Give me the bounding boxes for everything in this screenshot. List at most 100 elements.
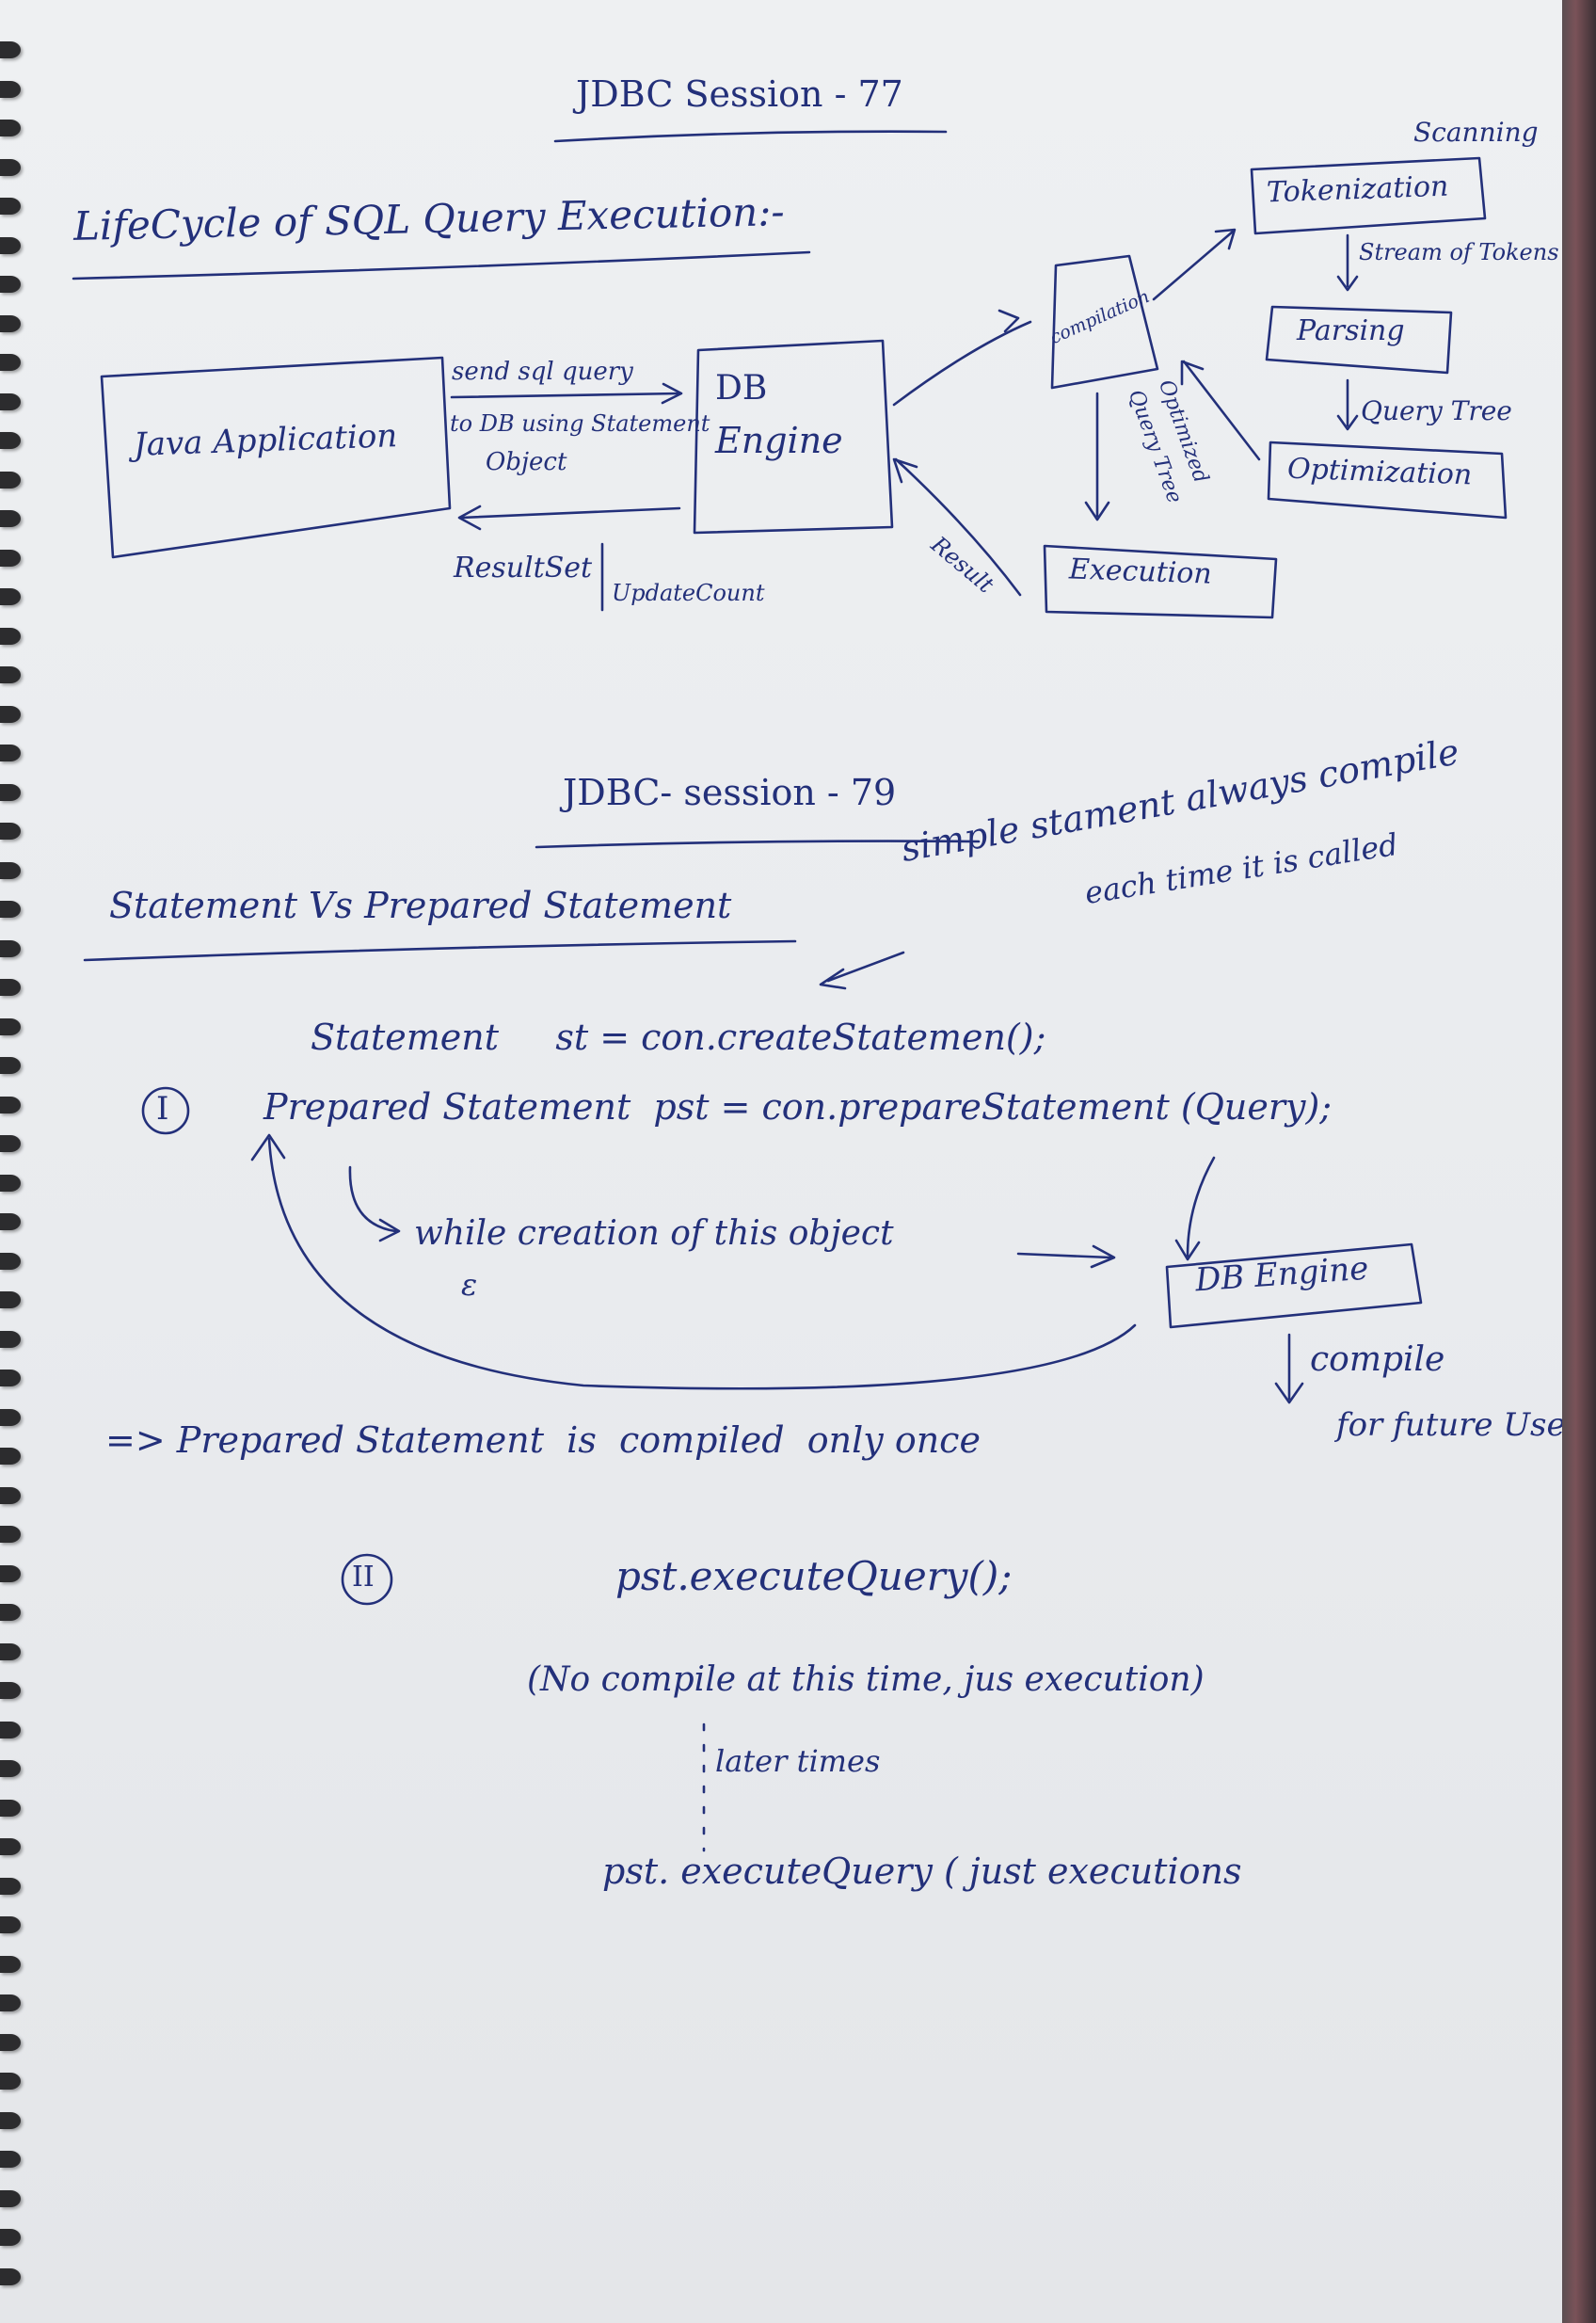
heading-2-underline: [535, 840, 981, 849]
spiral-ring: [0, 705, 21, 723]
spiral-ring: [0, 1135, 21, 1152]
spiral-ring: [0, 393, 21, 410]
spiral-ring: [0, 1642, 21, 1660]
spiral-ring: [0, 80, 21, 98]
title-2-underline: [83, 939, 797, 962]
spiral-ring: [0, 354, 21, 371]
spiral-ring: [0, 588, 21, 605]
send-query-label: send sql query: [452, 358, 633, 386]
spiral-ring: [0, 236, 21, 254]
title-1-underline: [72, 250, 811, 280]
spiral-ring: [0, 783, 21, 801]
heading-session-77: JDBC Session - 77: [576, 73, 903, 115]
db-engine-label-2: Engine: [715, 420, 843, 461]
compiled-once-line: => Prepared Statement is compiled only o…: [105, 1419, 981, 1461]
resultset-label: ResultSet: [454, 552, 593, 585]
spiral-ring: [0, 1916, 21, 1933]
spiral-ring: [0, 2151, 21, 2168]
loop-curve: [267, 1137, 1137, 1390]
stream-tokens-label: Stream of Tokens: [1359, 239, 1559, 265]
spiral-ring: [0, 1213, 21, 1230]
circle-1-number: I: [156, 1090, 169, 1128]
circle-2: [341, 1553, 393, 1606]
spiral-ring: [0, 861, 21, 879]
spiral-ring: [0, 1370, 21, 1386]
execute-query-line-2: pst. executeQuery ( just executions: [602, 1850, 1242, 1892]
spiral-ring: [0, 1408, 21, 1426]
spiral-ring: [0, 41, 21, 58]
tokenization-label: Tokenization: [1266, 169, 1449, 210]
spiral-ring: [0, 1252, 21, 1270]
java-app-box: [100, 356, 452, 559]
spiral-ring: [0, 1096, 21, 1113]
spiral-ring: [0, 314, 21, 332]
spiral-ring: [0, 1799, 21, 1817]
spiral-ring: [0, 2267, 21, 2285]
spiral-ring: [0, 471, 21, 489]
spiral-ring: [0, 745, 21, 761]
spiral-ring: [0, 198, 21, 215]
execute-query-line-1: pst.executeQuery();: [615, 1553, 1013, 1599]
optimization-box: [1267, 441, 1508, 520]
parsing-box: [1265, 305, 1453, 375]
spiral-ring: [0, 1291, 21, 1308]
heading-1-underline: [553, 130, 948, 143]
spiral-ring: [0, 627, 21, 645]
future-use-label: for future Use: [1336, 1406, 1562, 1444]
db-engine-label-1: DB: [715, 369, 768, 408]
spiral-ring: [0, 1448, 21, 1465]
spiral-ring: [0, 1057, 21, 1074]
spiral-ring: [0, 1174, 21, 1192]
spiral-ring: [0, 432, 21, 449]
db-engine-box-2: [1165, 1242, 1423, 1329]
spiral-ring: [0, 1486, 21, 1504]
execution-label: Execution: [1068, 553, 1213, 591]
spiral-ring: [0, 1995, 21, 2011]
spiral-ring: [0, 276, 21, 293]
spiral-ring: [0, 2189, 21, 2207]
spiral-ring: [0, 2033, 21, 2051]
spiral-ring: [0, 1838, 21, 1855]
no-compile-line: (No compile at this time, jus execution): [527, 1660, 1205, 1699]
send-arrow: [450, 392, 681, 399]
send-object-label: Object: [486, 448, 567, 476]
spiral-ring: [0, 1564, 21, 1582]
spiral-ring: [0, 823, 21, 840]
spiral-ring: [0, 549, 21, 567]
spiral-ring: [0, 1017, 21, 1035]
optimization-label: Optimization: [1286, 452, 1473, 492]
spiral-ring: [0, 2073, 21, 2090]
creation-note: while creation of this object: [414, 1214, 894, 1253]
later-times-label: later times: [715, 1743, 881, 1779]
spiral-ring: [0, 510, 21, 527]
compile-label: compile: [1310, 1340, 1445, 1379]
spiral-ring: [0, 1682, 21, 1699]
query-tree-label: Query Tree: [1361, 395, 1512, 426]
spiral-ring: [0, 120, 21, 136]
execution-box: [1043, 544, 1278, 619]
spiral-ring: [0, 979, 21, 996]
spiral-ring: [0, 1526, 21, 1543]
spiral-ring: [0, 1760, 21, 1777]
parsing-label: Parsing: [1297, 314, 1405, 347]
simple-note-arrow: [826, 951, 905, 983]
spiral-ring: [0, 2229, 21, 2246]
spiral-ring: [0, 1721, 21, 1738]
scanning-label: Scanning: [1413, 117, 1539, 148]
spiral-ring: [0, 1330, 21, 1348]
spiral-ring: [0, 1877, 21, 1895]
spiral-ring: [0, 939, 21, 957]
prepared-code-line: Prepared Statement pst = con.prepareStat…: [263, 1086, 1333, 1128]
updatecount-label: UpdateCount: [612, 580, 765, 606]
spiral-ring: [0, 901, 21, 918]
spiral-ring: [0, 158, 21, 176]
db-engine-box: [693, 339, 894, 535]
circle-1: [141, 1086, 190, 1135]
send-db-label: to DB using Statement: [450, 410, 710, 437]
title-statement-vs-prepared: Statement Vs Prepared Statement: [109, 885, 732, 926]
page-edge: [1562, 0, 1596, 2323]
tokenization-box: [1250, 156, 1487, 235]
spiral-ring: [0, 1604, 21, 1621]
return-arrow: [459, 506, 681, 520]
creation-mark: ε: [461, 1267, 478, 1303]
